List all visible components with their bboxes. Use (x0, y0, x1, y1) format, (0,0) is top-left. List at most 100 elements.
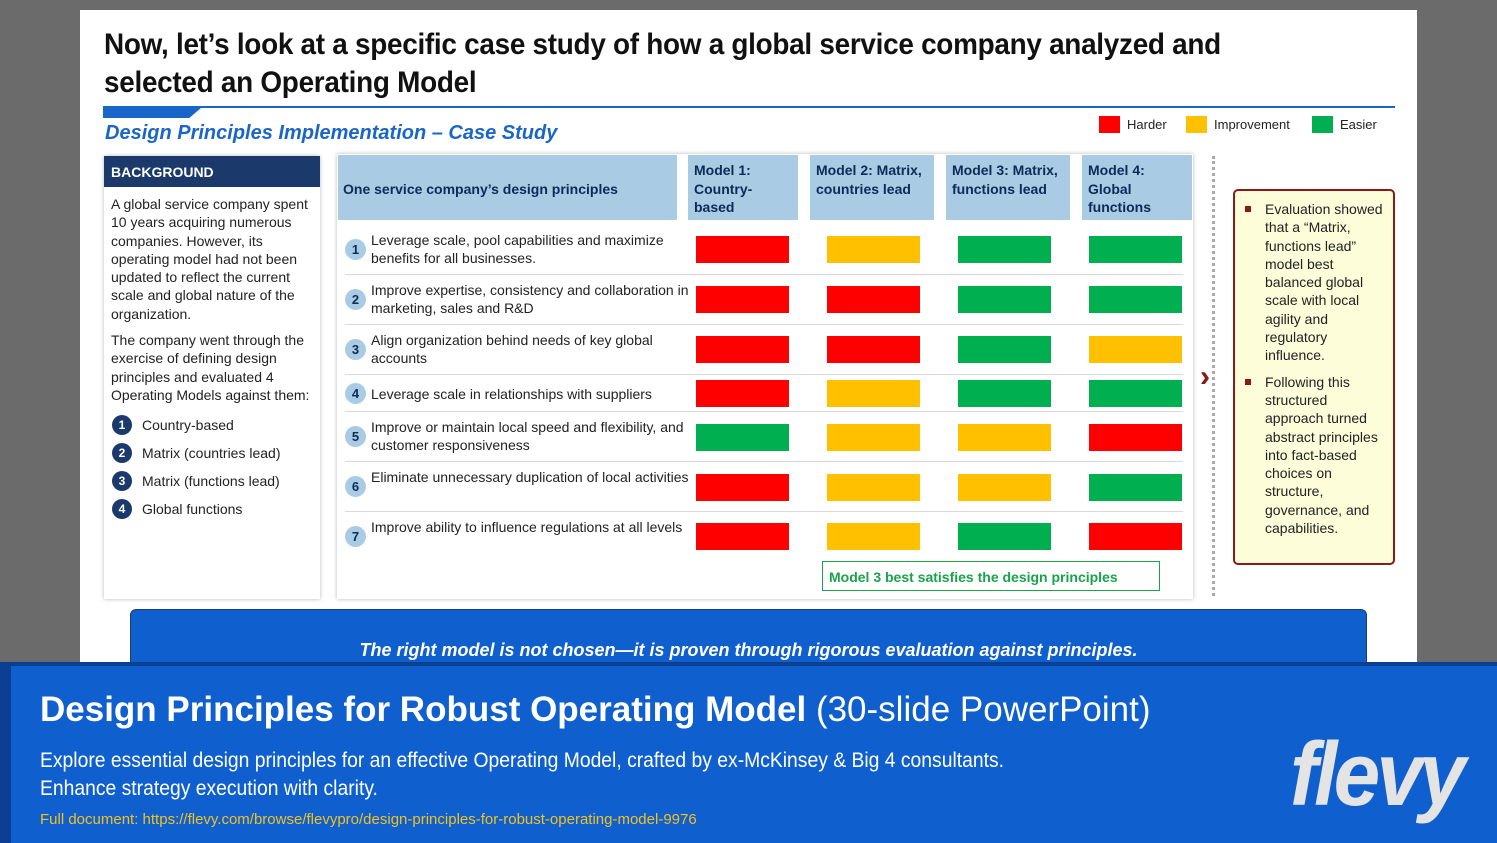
dotted-divider (1212, 156, 1215, 596)
rating-cell-easier (958, 336, 1051, 363)
rating-cell-improvement (827, 380, 920, 407)
legend-swatch-improvement (1186, 116, 1207, 133)
rating-cell-improvement (827, 236, 920, 263)
rating-cell-harder (696, 286, 789, 313)
background-paragraph-2: The company went through the exercise of… (111, 332, 310, 403)
legend-swatch-harder (1099, 116, 1120, 133)
rating-cell-easier (958, 286, 1051, 313)
legend-label-improvement: Improvement (1214, 117, 1290, 132)
model-list-label: Matrix (countries lead) (142, 445, 281, 462)
principle-row: 1 Leverage scale, pool capabilities and … (345, 225, 1183, 275)
principle-number-badge: 2 (345, 289, 366, 310)
principles-column-header: One service company’s design principles (338, 155, 677, 220)
background-paragraph-1: A global service company spent 10 years … (111, 196, 308, 322)
principle-row: 5 Improve or maintain local speed and fl… (345, 412, 1183, 462)
promo-title-suffix: (30-slide PowerPoint) (815, 690, 1151, 729)
legend-label-easier: Easier (1340, 117, 1377, 132)
rating-cell-harder (696, 380, 789, 407)
model-2-column-header: Model 2: Matrix, countries lead (810, 155, 934, 220)
rating-cell-harder (1089, 523, 1182, 550)
background-header: BACKGROUND (104, 156, 320, 187)
principle-text: Align organization behind needs of key g… (371, 332, 653, 367)
rating-cell-easier (1089, 474, 1182, 501)
principle-row: 7 Improve ability to influence regulatio… (345, 512, 1183, 557)
principle-row: 3 Align organization behind needs of key… (345, 325, 1183, 375)
promo-footer: Design Principles for Robust Operating M… (0, 662, 1497, 843)
takeaway-text: The right model is not chosen—it is prov… (359, 640, 1138, 660)
model-list: 1 Country-based 2 Matrix (countries lead… (104, 411, 320, 523)
principle-text: Improve expertise, consistency and colla… (371, 282, 689, 317)
model-list-label: Country-based (142, 417, 234, 434)
legend-easier: Easier (1312, 116, 1377, 133)
slide: Now, let’s look at a specific case study… (80, 10, 1417, 670)
rating-cell-harder (696, 523, 789, 550)
legend-harder: Harder (1099, 116, 1167, 133)
principle-text: Improve or maintain local speed and flex… (371, 419, 684, 454)
square-bullet-icon (1245, 378, 1251, 385)
model-list-item: 3 Matrix (functions lead) (112, 467, 320, 495)
principle-number-badge: 5 (345, 426, 366, 447)
principle-row: 2 Improve expertise, consistency and col… (345, 275, 1183, 325)
flevy-logo[interactable]: flevy (1290, 725, 1466, 825)
rating-cell-improvement (958, 424, 1051, 451)
title-tab (103, 108, 201, 118)
rating-cell-easier (1089, 380, 1182, 407)
principle-text: Eliminate unnecessary duplication of loc… (371, 469, 689, 485)
rating-cell-improvement (827, 424, 920, 451)
promo-title-main: Design Principles for Robust Operating M… (40, 690, 807, 729)
rating-cell-easier (958, 236, 1051, 263)
model-number-badge: 1 (112, 415, 132, 436)
rating-cell-easier (1089, 286, 1182, 313)
model-number-badge: 3 (112, 471, 132, 492)
principle-row: 4 Leverage scale in relationships with s… (345, 375, 1183, 412)
rating-cell-harder (696, 236, 789, 263)
rating-cell-easier (1089, 236, 1182, 263)
model-list-label: Global functions (142, 501, 243, 518)
evaluation-bullet-text: Following this structured approach turne… (1265, 373, 1378, 537)
rating-cell-harder (1089, 424, 1182, 451)
promo-description-line-1: Explore essential design principles for … (40, 749, 1005, 772)
evaluation-matrix: One service company’s design principles … (337, 154, 1193, 599)
evaluation-bullet-item: Following this structured approach turne… (1245, 373, 1385, 538)
rating-cell-easier (958, 523, 1051, 550)
model-number-badge: 4 (112, 499, 132, 520)
promo-description-line-2: Enhance strategy execution with clarity. (40, 777, 378, 800)
principle-number-badge: 3 (345, 339, 366, 360)
principle-number-badge: 1 (345, 239, 366, 260)
conclusion-callout: Model 3 best satisfies the design princi… (822, 561, 1160, 591)
rating-cell-harder (827, 286, 920, 313)
slide-title: Now, let’s look at a specific case study… (104, 28, 1221, 99)
principle-text: Leverage scale, pool capabilities and ma… (371, 232, 664, 267)
model-number-badge: 2 (112, 443, 132, 464)
model-list-item: 2 Matrix (countries lead) (112, 439, 320, 467)
rating-cell-improvement (1089, 336, 1182, 363)
evaluation-callout: Evaluation showed that a “Matrix, functi… (1233, 189, 1395, 565)
principle-number-badge: 4 (345, 383, 366, 404)
rating-cell-easier (958, 380, 1051, 407)
square-bullet-icon (1245, 206, 1251, 212)
takeaway-banner: The right model is not chosen—it is prov… (130, 609, 1367, 670)
model-list-label: Matrix (functions lead) (142, 473, 280, 490)
legend-label-harder: Harder (1127, 117, 1167, 132)
promo-top-bar (0, 662, 1497, 666)
legend-swatch-easier (1312, 116, 1333, 133)
model-1-column-header: Model 1: Country-based (688, 155, 798, 220)
evaluation-bullet-item: Evaluation showed that a “Matrix, functi… (1245, 200, 1385, 365)
slide-subtitle: Design Principles Implementation – Case … (105, 122, 558, 144)
model-list-item: 4 Global functions (112, 495, 320, 523)
principle-number-badge: 6 (345, 476, 366, 497)
principle-text: Improve ability to influence regulations… (371, 519, 683, 535)
rating-cell-improvement (827, 474, 920, 501)
background-panel: BACKGROUND A global service company spen… (104, 156, 320, 599)
model-4-column-header: Model 4: Global functions (1082, 155, 1192, 220)
principle-row: 6 Eliminate unnecessary duplication of l… (345, 462, 1183, 512)
rating-cell-harder (696, 336, 789, 363)
full-document-link[interactable]: Full document: https://flevy.com/browse/… (40, 811, 697, 828)
principle-text: Leverage scale in relationships with sup… (371, 386, 652, 402)
legend-improvement: Improvement (1186, 116, 1290, 133)
rating-cell-harder (696, 474, 789, 501)
promo-title: Design Principles for Robust Operating M… (40, 690, 1151, 730)
rating-cell-improvement (958, 474, 1051, 501)
promo-left-edge (0, 662, 11, 843)
rating-cell-improvement (827, 523, 920, 550)
